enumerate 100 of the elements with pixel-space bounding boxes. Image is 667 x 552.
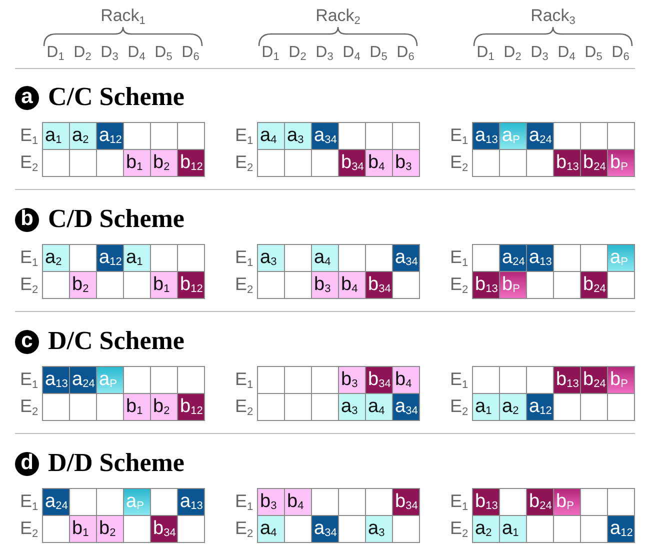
chunk-block: b$_{34}$	[338, 149, 366, 177]
row-label: E$_{2}$	[450, 151, 468, 176]
rack-label: Rack$_{2}$	[314, 6, 362, 26]
row-label: E$_{2}$	[20, 517, 38, 542]
row-label: E$_{1}$	[235, 124, 254, 149]
chunk-block: b$_{3}$	[311, 271, 339, 299]
row-label: E$_{2}$	[450, 517, 468, 542]
disk-label: D$_{2}$	[288, 44, 308, 62]
scheme-title: D/C Scheme	[48, 326, 184, 356]
chunk-block: b$_{12}$	[177, 393, 205, 421]
chunk-block: a$_{3}$	[284, 122, 312, 150]
chunk-block: b$_{3}$	[338, 366, 366, 394]
chunk-block: b$_{2}$	[96, 515, 124, 543]
chunk-block: b$_{1}$	[150, 271, 178, 299]
chunk-block: a$_{13}$	[177, 488, 205, 516]
chunk-block: b$_{34}$	[392, 488, 420, 516]
disk-label: D$_{1}$	[260, 44, 280, 62]
chunk-block: a$_{P}$	[499, 122, 527, 150]
scheme-title: D/D Scheme	[48, 448, 184, 478]
chunk-block: b$_{1}$	[123, 393, 151, 421]
chunk-block: a$_{1}$	[472, 393, 500, 421]
chunk-block: b$_{4}$	[365, 149, 393, 177]
panel-letter-badge: a	[15, 86, 39, 110]
chunk-block: a$_{3}$	[365, 515, 393, 543]
chunk-block: b$_{12}$	[177, 149, 205, 177]
row-label: E$_{2}$	[20, 151, 38, 176]
chunk-block: a$_{24}$	[42, 488, 70, 516]
rack-label: Rack$_{3}$	[530, 6, 576, 26]
chunk-block: a$_{13}$	[526, 244, 554, 272]
chunk-block: a$_{13}$	[42, 366, 70, 394]
row-label: E$_{1}$	[235, 490, 254, 515]
chunk-block: a$_{4}$	[257, 515, 285, 543]
row-label: E$_{1}$	[235, 246, 254, 271]
disk-label: D$_{4}$	[342, 44, 362, 62]
disk-label: D$_{6}$	[180, 44, 200, 62]
chunk-block: a$_{13}$	[472, 122, 500, 150]
rack-label: Rack$_{1}$	[100, 6, 146, 26]
row-label: E$_{2}$	[235, 273, 254, 298]
chunk-block: b$_{24}$	[580, 271, 608, 299]
row-label: E$_{1}$	[235, 368, 254, 393]
disk-label: D$_{4}$	[556, 44, 576, 62]
chunk-block: a$_{24}$	[69, 366, 97, 394]
scheme-title: C/D Scheme	[48, 204, 184, 234]
disk-label: D$_{1}$	[476, 44, 496, 62]
chunk-block: b$_{P}$	[499, 271, 527, 299]
chunk-block: a$_{2}$	[472, 515, 500, 543]
disk-label: D$_{2}$	[72, 44, 92, 62]
chunk-block: b$_{4}$	[284, 488, 312, 516]
row-label: E$_{2}$	[450, 273, 468, 298]
chunk-block: a$_{34}$	[392, 244, 420, 272]
disk-label: D$_{6}$	[396, 44, 416, 62]
row-label: E$_{2}$	[235, 517, 254, 542]
chunk-block: a$_{4}$	[257, 122, 285, 150]
chunk-block: a$_{34}$	[311, 122, 339, 150]
chunk-block: a$_{2}$	[69, 122, 97, 150]
panel-letter-badge: d	[15, 452, 39, 476]
chunk-block: a$_{24}$	[499, 244, 527, 272]
chunk-block: b$_{P}$	[607, 149, 635, 177]
chunk-block: a$_{12}$	[607, 515, 635, 543]
row-label: E$_{2}$	[235, 151, 254, 176]
chunk-block: a$_{P}$	[123, 488, 151, 516]
chunk-block: b$_{13}$	[553, 366, 581, 394]
chunk-block: b$_{P}$	[553, 488, 581, 516]
disk-label: D$_{5}$	[154, 44, 174, 62]
panel-letter-badge: c	[15, 330, 39, 354]
chunk-block: b$_{13}$	[472, 271, 500, 299]
chunk-block: a$_{1}$	[123, 244, 151, 272]
scheme-title: C/C Scheme	[48, 82, 184, 112]
chunk-block: a$_{P}$	[607, 244, 635, 272]
chunk-block: a$_{24}$	[526, 122, 554, 150]
row-label: E$_{2}$	[20, 395, 38, 420]
row-label: E$_{1}$	[20, 246, 38, 271]
row-label: E$_{2}$	[235, 395, 254, 420]
chunk-block: b$_{1}$	[69, 515, 97, 543]
disk-label: D$_{5}$	[368, 44, 388, 62]
chunk-block: b$_{1}$	[123, 149, 151, 177]
chunk-block: b$_{34}$	[365, 271, 393, 299]
row-label: E$_{1}$	[20, 124, 38, 149]
chunk-block: a$_{12}$	[526, 393, 554, 421]
chunk-block: a$_{4}$	[365, 393, 393, 421]
row-label: E$_{1}$	[450, 490, 468, 515]
disk-label: D$_{3}$	[314, 44, 334, 62]
disk-label: D$_{3}$	[530, 44, 550, 62]
chunk-block: a$_{4}$	[311, 244, 339, 272]
chunk-block: b$_{24}$	[526, 488, 554, 516]
chunk-block: a$_{1}$	[499, 515, 527, 543]
chunk-block: b$_{12}$	[177, 271, 205, 299]
chunk-block: a$_{12}$	[96, 244, 124, 272]
chunk-block: b$_{2}$	[150, 393, 178, 421]
chunk-block: a$_{3}$	[338, 393, 366, 421]
disk-label: D$_{2}$	[502, 44, 522, 62]
panel-letter-badge: b	[15, 208, 39, 232]
disk-label: D$_{3}$	[100, 44, 120, 62]
chunk-block: b$_{24}$	[580, 366, 608, 394]
chunk-block: b$_{4}$	[392, 366, 420, 394]
disk-label: D$_{5}$	[584, 44, 604, 62]
disk-label: D$_{4}$	[126, 44, 146, 62]
chunk-block: a$_{34}$	[392, 393, 420, 421]
chunk-block: b$_{3}$	[257, 488, 285, 516]
chunk-block: b$_{3}$	[392, 149, 420, 177]
